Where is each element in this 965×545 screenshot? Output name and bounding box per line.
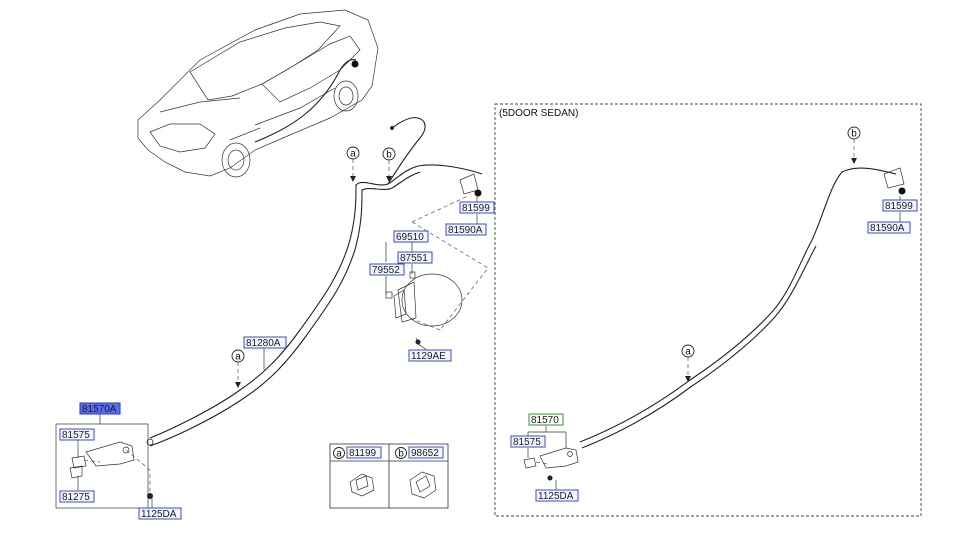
variant-title: (5DOOR SEDAN) [499,108,578,119]
svg-text:b: b [851,129,857,140]
part-label-1129AE[interactable]: 1129AE [408,349,452,362]
release-cable-5door [579,167,897,443]
release-cable [149,164,483,439]
fuel-filler-door [385,271,463,347]
svg-text:81599: 81599 [885,201,913,212]
svg-text:81570: 81570 [531,415,559,426]
legend-b: b 98652 [395,446,444,499]
part-label-81280A[interactable]: 81280A [243,336,287,349]
svg-text:81590A: 81590A [870,223,905,234]
svg-text:81275: 81275 [62,492,90,503]
legend-a: a 81199 [333,446,382,497]
marker-b-top-left: b [382,147,396,182]
part-label-81275[interactable]: 81275 [59,490,95,503]
clip-legend: a 81199 b 98652 [329,443,449,509]
clip-b-icon [409,471,437,499]
svg-text:a: a [336,449,342,460]
svg-text:87551: 87551 [400,253,428,264]
svg-text:b: b [386,150,392,161]
leader-lines [77,196,901,508]
actuator-left [459,173,482,197]
part-label-81590A-right[interactable]: 81590A [867,221,911,234]
part-label-87551[interactable]: 87551 [397,251,433,264]
opener-lever-right [523,447,579,481]
legend-b-part: 98652 [411,448,439,459]
svg-text:1129AE: 1129AE [411,351,446,362]
svg-text:81575: 81575 [513,437,541,448]
svg-text:1125DA: 1125DA [538,491,574,502]
part-label-79552[interactable]: 79552 [369,263,405,276]
car-illustration [137,9,379,178]
marker-b-right: b [847,126,861,164]
svg-text:1125DA: 1125DA [141,509,177,520]
part-label-81590A-left[interactable]: 81590A [445,223,487,236]
svg-text:a: a [350,149,356,160]
svg-text:81575: 81575 [62,430,90,441]
marker-a-right: a [681,344,695,382]
part-label-69510[interactable]: 69510 [393,230,429,243]
svg-text:79552: 79552 [372,265,400,276]
opener-lever-left [69,441,153,499]
svg-text:b: b [398,449,404,460]
svg-text:a: a [685,347,691,358]
svg-text:a: a [235,352,241,363]
part-label-81570[interactable]: 81570 [528,413,564,426]
part-label-81575-right[interactable]: 81575 [510,435,546,448]
variant-frame [494,103,922,517]
part-label-81599-left[interactable]: 81599 [459,201,495,214]
svg-text:69510: 69510 [396,232,424,243]
part-label-1125DA-right[interactable]: 1125DA [535,489,579,502]
marker-a-top-left: a [346,146,360,182]
part-label-81575-left[interactable]: 81575 [59,428,95,441]
clip-a-icon [349,473,375,497]
actuator-right [883,167,906,195]
part-label-1125DA-left[interactable]: 1125DA [138,507,182,520]
legend-a-part: 81199 [349,448,377,459]
part-label-81599-right[interactable]: 81599 [882,199,918,212]
svg-text:81570A: 81570A [82,404,117,415]
svg-text:81280A: 81280A [246,338,281,349]
svg-text:81599: 81599 [462,203,490,214]
marker-a-mid-left: a [231,349,245,388]
svg-text:81590A: 81590A [448,225,483,236]
part-label-81570A[interactable]: 81570A [79,402,121,415]
